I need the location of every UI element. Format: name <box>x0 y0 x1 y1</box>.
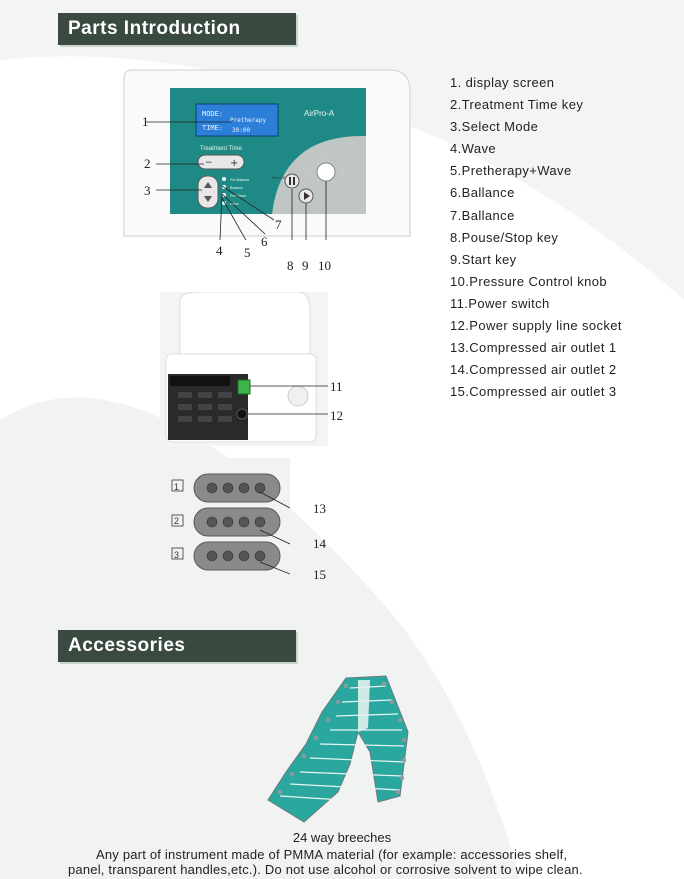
callout-11: 11 <box>330 379 343 394</box>
callout-1: 1 <box>142 114 149 129</box>
callout-6: 6 <box>261 234 268 249</box>
callout-14: 14 <box>313 536 326 551</box>
callout-12: 12 <box>330 408 343 423</box>
parts-list-item: 3.Select Mode <box>450 119 539 135</box>
care-note-line-1: Any part of instrument made of PMMA mate… <box>96 847 568 862</box>
parts-list-item: 11.Power switch <box>450 295 550 311</box>
device-side-view <box>160 292 328 446</box>
callout-9: 9 <box>302 258 309 273</box>
screen-mode-label: MODE: <box>202 110 223 118</box>
power-switch <box>237 379 251 395</box>
air-outlet-1 <box>193 473 281 503</box>
parts-list-item: 9.Start key <box>450 251 517 267</box>
parts-list-item: 15.Compressed air outlet 3 <box>450 384 617 400</box>
care-note-line-2: panel, transparent handles,etc.). Do not… <box>68 862 583 877</box>
pressure-control-knob <box>316 162 336 182</box>
svg-text:−: − <box>205 158 213 168</box>
parts-list-item: 12.Power supply line socket <box>450 318 622 334</box>
accessory-caption: 24 way breeches <box>292 830 392 845</box>
parts-list-item: 10.Pressure Control knob <box>450 273 608 289</box>
mode-label-1: Balance <box>230 186 243 190</box>
select-mode-key <box>197 175 219 209</box>
mode-label-0: Pre-Balance <box>230 178 249 182</box>
outlet-label-1: 1 <box>174 482 179 492</box>
accessories-heading: Accessories <box>58 630 296 662</box>
screen-mode-value: Pretherapy <box>230 117 267 124</box>
parts-list-item: 1. display screen <box>450 75 555 90</box>
mode-label-2: Pre+Wave <box>230 194 246 198</box>
parts-list-item: 7.Ballance <box>450 207 515 223</box>
control-panel-illustration: MODE: Pretherapy TIME: 30:00 AirPro-A Tr… <box>123 69 411 240</box>
brand-label: AirPro-A <box>304 109 335 118</box>
callout-3: 3 <box>144 183 151 198</box>
parts-list-item: 6.Ballance <box>450 185 515 201</box>
parts-list-item: 4.Wave <box>450 141 496 157</box>
pause-label: Pause/Stop <box>272 176 290 180</box>
parts-list-item: 8.Pouse/Stop key <box>450 229 559 245</box>
callout-4: 4 <box>216 243 223 258</box>
treatment-time-label: Treatment Time <box>200 146 242 152</box>
care-note: Any part of instrument made of PMMA mate… <box>68 847 656 877</box>
screen-time-value: 30:00 <box>232 127 250 134</box>
svg-text:+: + <box>230 158 238 169</box>
treatment-time-key <box>197 154 245 170</box>
parts-list-item: 5.Pretherapy+Wave <box>450 163 572 179</box>
power-socket <box>236 408 248 420</box>
callout-15: 15 <box>313 567 326 582</box>
screen-time-label: TIME: <box>202 124 223 132</box>
pause-stop-key <box>284 173 300 189</box>
mode-label-3: Wave <box>230 202 239 206</box>
air-outlets-illustration: 1 2 3 <box>160 458 290 596</box>
outlet-label-3: 3 <box>174 550 179 560</box>
parts-list-item: 14.Compressed air outlet 2 <box>450 362 617 378</box>
parts-list-item: 2.Treatment Time key <box>450 97 584 113</box>
air-outlet-2 <box>193 507 281 537</box>
parts-introduction-heading: Parts Introduction <box>58 13 296 45</box>
callout-2: 2 <box>144 156 151 171</box>
callout-5: 5 <box>244 245 251 260</box>
callout-7: 7 <box>275 217 282 232</box>
callout-8: 8 <box>287 258 294 273</box>
outlet-label-2: 2 <box>174 516 179 526</box>
callout-10: 10 <box>318 258 331 273</box>
parts-list: 1. display screen 2.Treatment Time key 3… <box>450 72 622 403</box>
air-outlet-3 <box>193 541 281 571</box>
breeches-illustration <box>267 675 409 823</box>
parts-list-item: 13.Compressed air outlet 1 <box>450 340 617 356</box>
callout-13: 13 <box>313 501 326 516</box>
